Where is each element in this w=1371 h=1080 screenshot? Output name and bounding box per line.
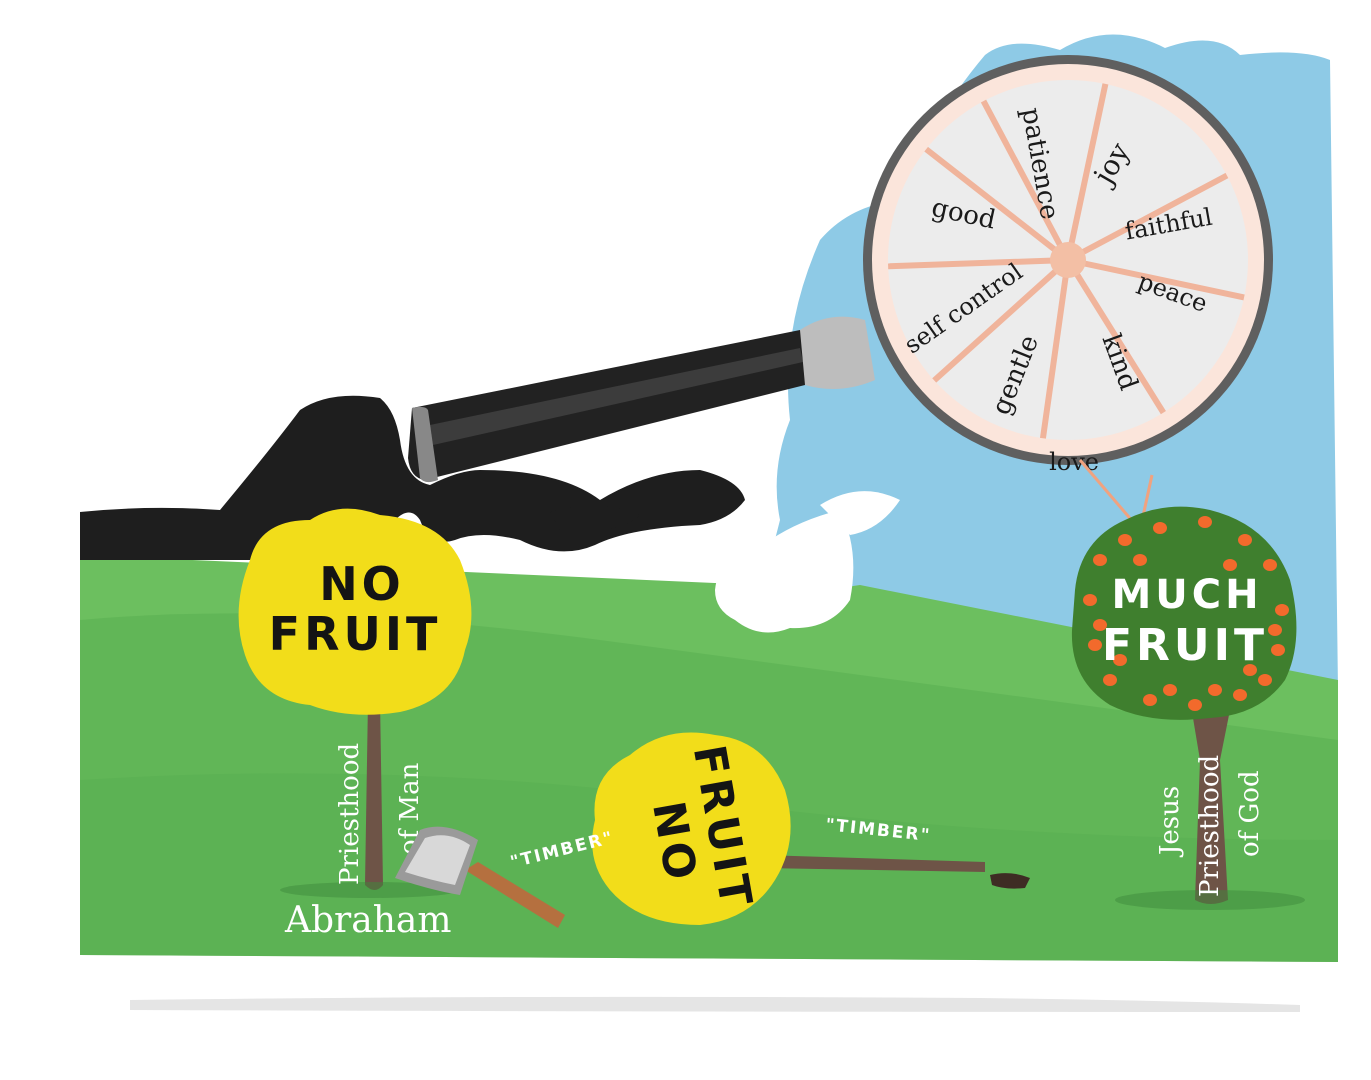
- fruit-dot: [1188, 699, 1202, 711]
- dark-shadow-shape: [80, 395, 745, 560]
- fruit-dot: [1223, 559, 1237, 571]
- right-tree-title-line1: MUCH: [1111, 572, 1262, 618]
- wheel-spoke: [1066, 172, 1229, 263]
- left-tree-title-line1: NO: [319, 557, 405, 611]
- wheel-spoke: [980, 99, 1071, 262]
- ground-shadow: [130, 996, 1300, 1012]
- fruit-dot: [1275, 604, 1289, 616]
- right-trunk-label-jesus: Jesus: [1155, 786, 1185, 858]
- magnifier-lens: [863, 55, 1273, 465]
- fruit-dot: [1268, 624, 1282, 636]
- fruit-dot: [1088, 639, 1102, 651]
- wheel-spoke: [924, 146, 1070, 263]
- fruit-dot: [1103, 674, 1117, 686]
- right-tree-title-line2: FRUIT: [1102, 620, 1268, 671]
- fruit-dot: [1133, 554, 1147, 566]
- fruit-dot: [1243, 664, 1257, 676]
- wheel-spoke: [888, 257, 1069, 270]
- fruit-dot: [1093, 619, 1107, 631]
- wheel-spoke: [1065, 258, 1166, 415]
- fruit-dot: [1263, 559, 1277, 571]
- fruit-dot: [1093, 554, 1107, 566]
- white-cutouts: [715, 491, 900, 633]
- fruit-dot: [1198, 516, 1212, 528]
- fruit-dot: [1118, 534, 1132, 546]
- left-tree-title-line2: FRUIT: [269, 607, 442, 661]
- fruit-dot: [1208, 684, 1222, 696]
- left-trunk-label-priesthood: Priesthood: [335, 743, 365, 885]
- magnifier-handle: [408, 316, 875, 483]
- right-tree-much-fruit: MUCH FRUIT Jesus Priesthood of God: [1071, 506, 1305, 910]
- fruit-dot: [1143, 694, 1157, 706]
- right-trunk-label-priesthood: Priesthood: [1195, 755, 1225, 897]
- wheel-spoke: [1065, 83, 1109, 261]
- fruit-dot: [1163, 684, 1177, 696]
- fruit-dot: [1238, 534, 1252, 546]
- fruit-dot: [1258, 674, 1272, 686]
- wheel-spoke: [932, 257, 1071, 383]
- fruit-dot: [1271, 644, 1285, 656]
- fruit-dot: [1113, 654, 1127, 666]
- axe: [395, 826, 565, 928]
- right-trunk-label-of-god: of God: [1235, 770, 1265, 857]
- fruit-dot: [1083, 594, 1097, 606]
- fruit-dot: [1153, 522, 1167, 534]
- fruit-dot: [1233, 689, 1247, 701]
- left-tree-no-fruit: NO FRUIT Priesthood of Man Abraham: [238, 508, 472, 941]
- left-tree-name-abraham: Abraham: [284, 900, 452, 941]
- wheel-spoke: [1067, 257, 1245, 301]
- wheel-spoke: [1039, 259, 1071, 439]
